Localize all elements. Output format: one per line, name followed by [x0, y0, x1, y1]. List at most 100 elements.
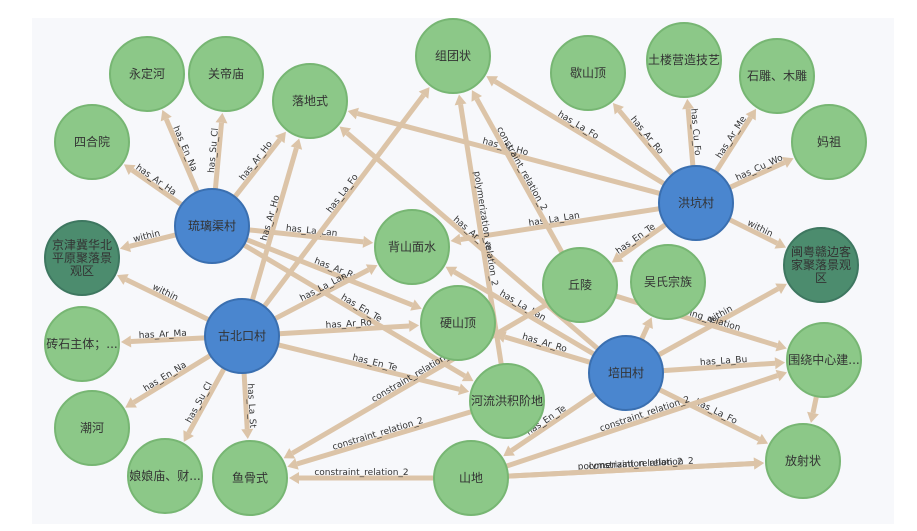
node-circle — [212, 440, 288, 516]
edge-line — [130, 168, 184, 207]
node-weirao[interactable]: 围绕中心建... — [786, 322, 862, 398]
node-heliu[interactable]: 河流洪积阶地 — [469, 363, 545, 439]
edge-peitian-weirao[interactable]: has_La_Bu — [662, 355, 786, 374]
node-tulou[interactable]: 土楼营造技艺 — [646, 22, 722, 98]
edge-hongkeng-shidiao[interactable]: has_Ar_Me — [713, 108, 757, 174]
edge-arrowhead — [125, 397, 137, 408]
node-circle — [433, 440, 509, 516]
edge-label: has_Ar_Ho — [238, 139, 275, 183]
node-yingshan[interactable]: 硬山顶 — [420, 285, 496, 361]
node-shidiao[interactable]: 石雕、木雕 — [739, 38, 815, 114]
edge-hongkeng-tulou[interactable]: has_Cu_Fo — [682, 98, 702, 167]
node-hongkeng[interactable]: 洪坑村 — [658, 165, 734, 241]
edge-gubeikou-niangniang[interactable]: has_Su_Cl — [183, 367, 227, 442]
node-circle — [646, 22, 722, 98]
node-label: 娘娘庙、财... — [129, 468, 200, 483]
node-label-line: 平原聚落景 — [52, 251, 112, 265]
edge-line — [493, 79, 666, 186]
node-zutuan[interactable]: 组团状 — [415, 18, 491, 94]
node-shandi[interactable]: 山地 — [433, 440, 509, 516]
edge-label: has_La_Bu — [700, 355, 748, 368]
node-label: 组团状 — [435, 49, 471, 63]
node-niangniang[interactable]: 娘娘庙、财... — [127, 438, 203, 514]
edge-line — [212, 122, 224, 190]
node-circle — [127, 438, 203, 514]
edge-arrowhead — [775, 369, 788, 382]
edge-liulichu-guandi[interactable]: has_Su_Cl — [207, 112, 228, 190]
node-label: 落地式 — [292, 94, 328, 108]
edge-arrowhead — [503, 445, 515, 457]
edge-peitian-yingshan[interactable]: has_Ar_Ro — [495, 331, 592, 365]
node-xieshan[interactable]: 歇山顶 — [550, 35, 626, 111]
edge-label: constraint_relation_2 — [588, 457, 683, 472]
node-label: 土楼营造技艺 — [648, 52, 720, 67]
edge-gubeikou-jingjinji[interactable]: within — [117, 274, 210, 323]
edge-liulichu-yongding[interactable]: has_En_Na — [160, 109, 200, 193]
node-circle — [374, 209, 450, 285]
node-mazu[interactable]: 妈祖 — [791, 104, 867, 180]
edge-arrowhead — [486, 76, 499, 87]
edge-arrowhead — [612, 102, 624, 115]
edge-gubeikou-yugu[interactable]: has_La_St — [241, 372, 257, 440]
node-label-line: 区 — [815, 271, 827, 285]
edge-liulichu-luodi[interactable]: has_Ar_Ho — [232, 131, 286, 199]
edge-arrowhead — [410, 299, 422, 311]
edge-hongkeng-xieshan[interactable]: has_Ar_Ro — [612, 102, 675, 177]
node-luodi[interactable]: 落地式 — [272, 63, 348, 139]
node-label: 吴氏宗族 — [644, 274, 692, 289]
edge-arrowhead — [347, 107, 359, 120]
node-label-line: 家聚落景观 — [791, 257, 851, 272]
edge-line — [460, 206, 660, 242]
edge-line — [452, 269, 596, 357]
edge-line — [617, 109, 675, 177]
node-beishan[interactable]: 背山面水 — [374, 209, 450, 285]
node-yugu[interactable]: 鱼骨式 — [212, 440, 288, 516]
edge-liulichu-siheyuan[interactable]: has_Ar_Ha — [123, 163, 184, 207]
node-fangshe[interactable]: 放射状 — [765, 423, 841, 499]
edge-line — [273, 267, 370, 322]
edge-shandi-fangshe[interactable]: constraint_relation_2 — [507, 457, 765, 479]
node-gubeikou[interactable]: 古北口村 — [204, 298, 280, 374]
node-label: 古北口村 — [218, 328, 266, 343]
edge-line — [262, 93, 426, 308]
edge-arrowhead — [123, 164, 136, 176]
edge-gubeikou-yingshan[interactable]: has_Ar_Ro — [278, 318, 420, 337]
edge-line — [618, 222, 668, 259]
edge-line — [130, 335, 206, 345]
node-chaohe[interactable]: 潮河 — [54, 390, 130, 466]
node-circle — [420, 285, 496, 361]
edge-line — [248, 227, 364, 245]
node-circle — [588, 335, 664, 411]
edge-hongkeng-mazu[interactable]: has_Cu_Wo — [728, 153, 794, 190]
node-qiuling[interactable]: 丘陵 — [542, 247, 618, 323]
edge-peitian-wushi[interactable] — [639, 317, 653, 341]
edge-shandi-yugu[interactable]: constraint_relation_2 — [289, 468, 434, 484]
node-liulichu[interactable]: 琉璃渠村 — [174, 188, 250, 264]
edge-weirao-fangshe[interactable] — [807, 395, 819, 423]
edge-line — [163, 118, 200, 193]
node-siheyuan[interactable]: 四合院 — [54, 104, 130, 180]
edge-arrowhead — [756, 433, 769, 445]
node-circle — [550, 35, 626, 111]
edge-arrowhead — [160, 109, 172, 122]
node-wushi[interactable]: 吴氏宗族 — [630, 244, 706, 320]
edge-arrowhead — [120, 335, 132, 348]
node-label: 潮河 — [80, 420, 104, 435]
node-yongding[interactable]: 永定河 — [109, 36, 185, 112]
edge-arrowhead — [275, 131, 286, 144]
node-circle — [44, 220, 120, 296]
node-guandi[interactable]: 关帝庙 — [188, 36, 264, 112]
node-zhuanshi[interactable]: 砖石主体；... — [44, 306, 120, 382]
edge-label: has_Su_Cl — [207, 128, 221, 174]
edge-arrowhead — [807, 411, 819, 423]
edge-arrowhead — [775, 339, 787, 352]
edge-gubeikou-zhuanshi[interactable]: has_Ar_Ma — [120, 329, 206, 348]
edge-liulichu-jingjinji[interactable]: within — [119, 229, 177, 253]
node-peitian[interactable]: 培田村 — [588, 335, 664, 411]
edge-hongkeng-minyuegan[interactable]: within — [728, 217, 787, 249]
edge-label: has_La_Fo — [325, 172, 361, 215]
